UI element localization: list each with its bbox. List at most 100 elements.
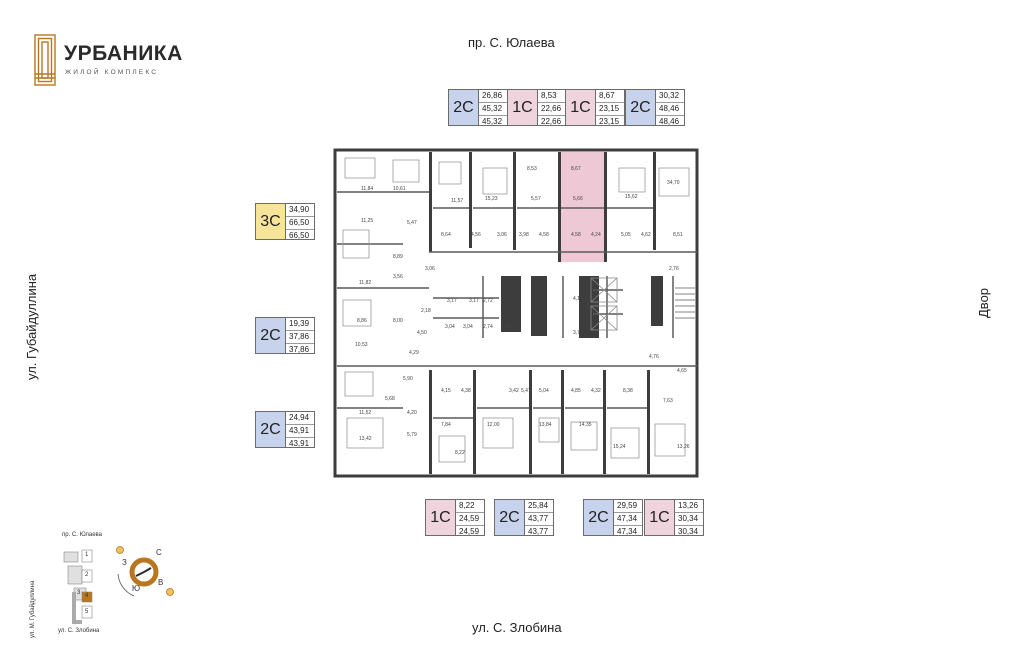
full-area: 47,34: [617, 527, 638, 536]
mini-section-1: 1: [85, 552, 89, 558]
living-area: 8,67: [596, 90, 624, 103]
mini-street-top: пр. С. Юлаева: [62, 532, 103, 538]
total-area: 24,59: [456, 513, 484, 526]
room-area-label: 4,24: [591, 232, 601, 238]
compass-north: С: [156, 548, 162, 557]
room-area-label: 4,29: [409, 350, 419, 356]
living-area: 13,26: [675, 500, 703, 513]
apartment-type: 3С: [256, 204, 286, 239]
room-area-label: 5,79: [407, 432, 417, 438]
living-area: 34,90: [286, 204, 314, 217]
living-area: 29,59: [614, 500, 642, 513]
apartment-type: 2С: [495, 500, 525, 535]
room-area-label: 5,66: [573, 196, 583, 202]
apartment-type: 1С: [508, 90, 538, 125]
living-area: 26,86: [479, 90, 507, 103]
room-area-label: 11,57: [451, 198, 464, 204]
room-area-label: 4,65: [677, 368, 687, 374]
room-area-label: 5,47: [521, 388, 531, 394]
total-area: 37,86: [286, 331, 314, 344]
mini-street-left: ул. М. Губайдуллина: [30, 580, 36, 638]
room-area-label: 2,74: [483, 324, 493, 330]
full-area: 48,46: [659, 117, 680, 126]
street-right-label: Двор: [976, 287, 991, 318]
full-area: 43,77: [528, 527, 549, 536]
room-area-label: 5,90: [403, 376, 413, 382]
total-area: 47,34: [614, 513, 642, 526]
room-area-label: 7,84: [441, 422, 451, 428]
apartment-type: 2С: [584, 500, 614, 535]
total-area: 48,46: [656, 103, 684, 116]
room-area-label: 4,76: [649, 354, 659, 360]
logo-mark-icon: [34, 34, 56, 86]
full-area: 37,86: [289, 345, 310, 354]
room-area-label: 13,84: [539, 422, 552, 428]
room-area-label: 2,76: [669, 266, 679, 272]
street-bottom-label: ул. С. Злобина: [472, 620, 562, 635]
room-area-label: 15,62: [625, 194, 638, 200]
mini-section-5: 5: [85, 609, 89, 615]
room-area-label: 3,98: [519, 232, 529, 238]
room-area-label: 14,35: [579, 422, 592, 428]
room-area-label: 11,82: [359, 280, 372, 286]
total-area: 45,32: [479, 103, 507, 116]
room-area-label: 3,79: [573, 330, 583, 336]
street-left-label: ул. Губайдуллина: [24, 273, 39, 380]
room-area-label: 3,17: [447, 298, 457, 304]
highlighted-apartment[interactable]: [560, 152, 604, 262]
room-area-label: 3,56: [393, 274, 403, 280]
apartment-type: 2С: [256, 318, 286, 353]
room-area-label: 2,72: [483, 298, 493, 304]
room-area-label: 8,51: [673, 232, 683, 238]
room-area-label: 2,18: [421, 308, 431, 314]
room-area-label: 4,38: [461, 388, 471, 394]
room-area-label: 10,61: [393, 186, 406, 192]
mini-street-bottom: ул. С. Злобина: [58, 628, 100, 634]
compass-icon: [116, 546, 174, 597]
mini-section-4: 4: [85, 593, 89, 599]
room-area-label: 4,58: [539, 232, 549, 238]
living-area: 25,84: [525, 500, 553, 513]
room-area-label: 4,15: [441, 388, 451, 394]
room-area-label: 4,58: [571, 232, 581, 238]
room-area-label: 8,67: [571, 166, 581, 172]
room-area-label: 12,00: [487, 422, 500, 428]
room-area-label: 4,16: [573, 296, 583, 302]
logo-title: УРБАНИКА: [64, 42, 183, 65]
full-area: 66,50: [289, 231, 310, 240]
room-area-label: 5,47: [407, 220, 417, 226]
total-area: 43,77: [525, 513, 553, 526]
total-area: 22,66: [538, 103, 566, 116]
floor-plan-drawing: [333, 148, 699, 478]
room-area-label: 11,25: [361, 218, 374, 224]
room-area-label: 4,50: [417, 330, 427, 336]
room-area-label: 4,20: [407, 410, 417, 416]
room-area-label: 8,00: [393, 318, 403, 324]
apartment-type: 1С: [566, 90, 596, 125]
room-area-label: 11,84: [361, 186, 374, 192]
compass-south: Ю: [132, 584, 141, 593]
total-area: 43,91: [286, 425, 314, 438]
mini-section-2: 2: [85, 572, 89, 578]
room-area-label: 3,04: [445, 324, 455, 330]
room-area-label: 11,52: [359, 410, 372, 416]
room-area-label: 8,89: [393, 254, 403, 260]
total-area: 66,50: [286, 217, 314, 230]
room-area-label: 4,32: [591, 388, 601, 394]
compass: С В Ю З: [114, 544, 180, 600]
full-area: 30,34: [678, 527, 699, 536]
living-area: 30,32: [656, 90, 684, 103]
full-area: 45,32: [482, 117, 503, 126]
